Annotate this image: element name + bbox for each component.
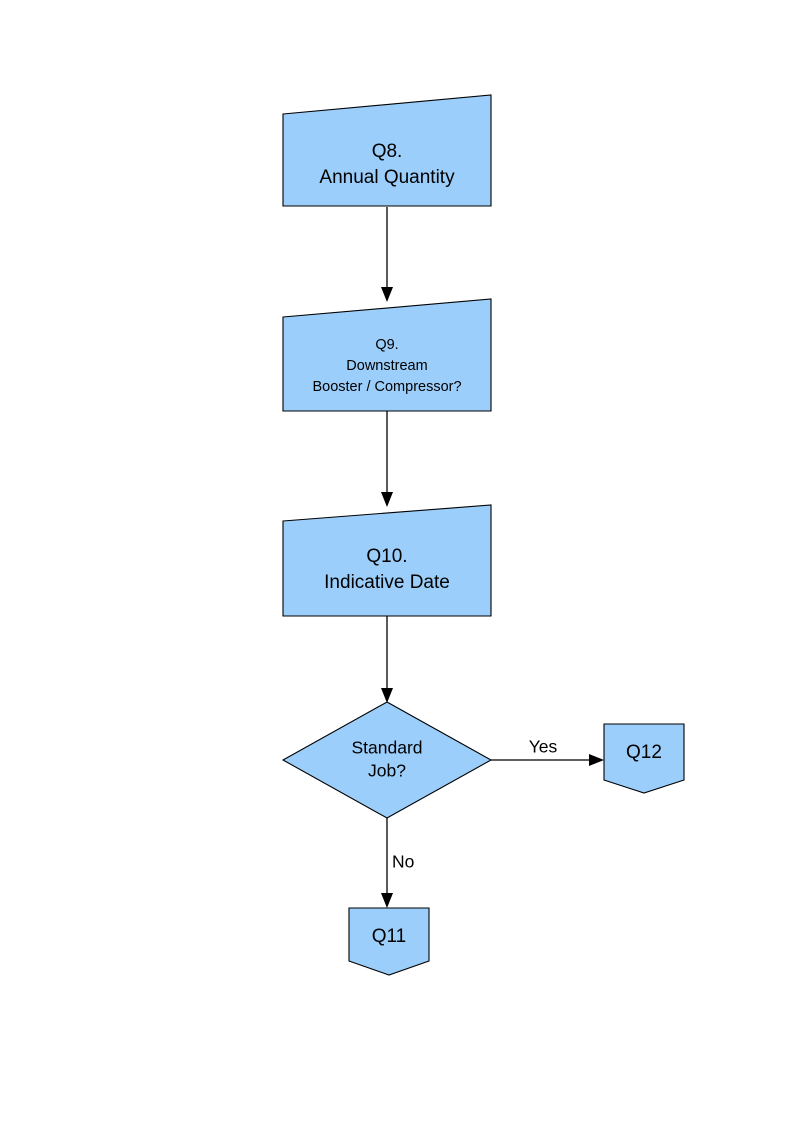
- arrow-head-icon: [589, 754, 604, 766]
- node-q12-label: Q12: [626, 742, 662, 763]
- node-q9[interactable]: Q9. Downstream Booster / Compressor?: [282, 298, 492, 412]
- edge-decision-to-q12: [491, 754, 604, 766]
- node-q10-line1: Q10.: [366, 546, 407, 567]
- node-q8-line1: Q8.: [372, 141, 403, 162]
- arrow-head-icon: [381, 893, 393, 908]
- node-decision-shape[interactable]: [281, 701, 493, 819]
- node-decision-line1: Standard: [351, 738, 422, 758]
- edge-label-no: No: [392, 852, 414, 872]
- arrow-head-icon: [381, 688, 393, 703]
- node-q9-line1: Q9.: [375, 337, 398, 353]
- edge-q10-to-decision: [381, 616, 393, 703]
- node-q11-label: Q11: [372, 926, 407, 947]
- edge-q8-to-q9: [381, 207, 393, 302]
- node-q10-line2: Indicative Date: [324, 572, 450, 593]
- node-q12[interactable]: Q12: [603, 723, 685, 794]
- arrow-head-icon: [381, 492, 393, 507]
- node-q12-shape[interactable]: [603, 723, 685, 794]
- node-q10[interactable]: Q10. Indicative Date: [282, 504, 492, 617]
- node-q9-line2: Downstream: [346, 358, 427, 374]
- node-decision-standard-job[interactable]: Standard Job?: [281, 701, 493, 819]
- node-q9-line3: Booster / Compressor?: [312, 379, 461, 395]
- node-q8-line2: Annual Quantity: [319, 167, 455, 188]
- edge-q9-to-q10: [381, 411, 393, 507]
- node-q9-shape[interactable]: [282, 298, 492, 412]
- node-q10-shape[interactable]: [282, 504, 492, 617]
- node-q11[interactable]: Q11: [348, 907, 430, 976]
- node-decision-line2: Job?: [368, 761, 406, 781]
- arrow-head-icon: [381, 287, 393, 302]
- node-q8-shape[interactable]: [282, 94, 492, 207]
- node-q11-shape[interactable]: [348, 907, 430, 976]
- node-q8[interactable]: Q8. Annual Quantity: [282, 94, 492, 207]
- edge-label-yes: Yes: [529, 737, 558, 757]
- edge-decision-to-q11: [381, 818, 393, 908]
